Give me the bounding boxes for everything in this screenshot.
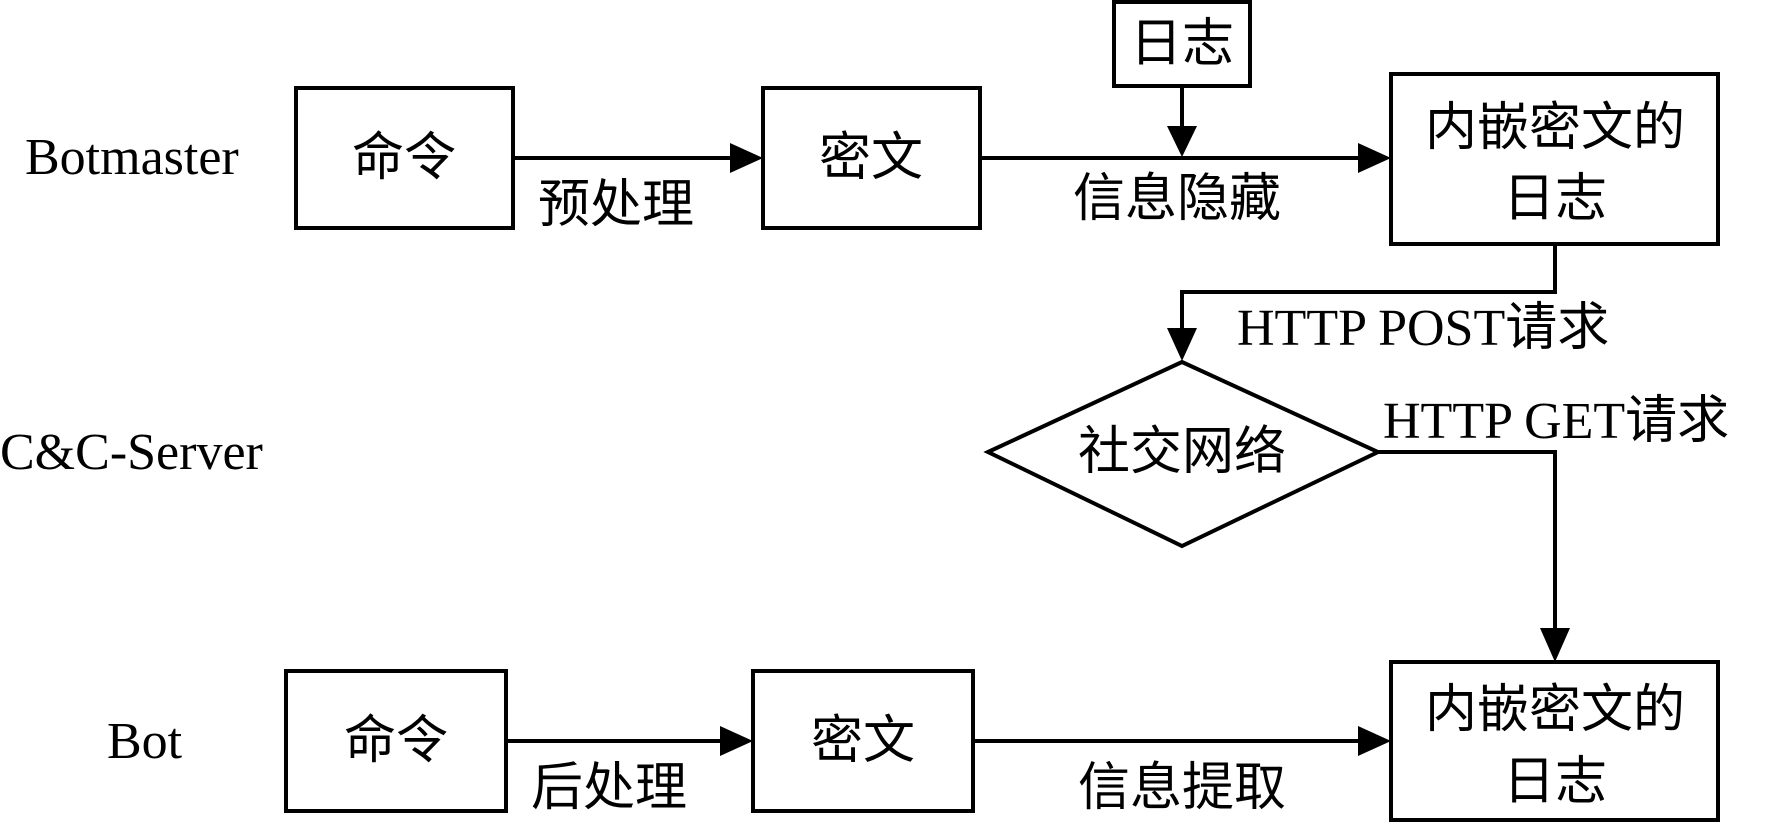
edge-hide-label: 信息隐藏 bbox=[1073, 169, 1281, 229]
log-input-box: 日志 bbox=[1112, 0, 1252, 88]
edge-http-post-label: HTTP POST请求 bbox=[1237, 300, 1609, 357]
social-network-label: 社交网络 bbox=[1078, 422, 1286, 482]
edge-postprocess: 后处理 bbox=[506, 726, 753, 818]
botmaster-stego-log-line2: 日志 bbox=[1503, 169, 1607, 229]
edge-hide: 信息隐藏 bbox=[980, 143, 1391, 229]
edge-preprocess-label: 预处理 bbox=[538, 175, 694, 235]
role-bot: Bot bbox=[107, 713, 183, 770]
bot-stego-log-line2: 日志 bbox=[1503, 752, 1607, 812]
role-botmaster: Botmaster bbox=[25, 129, 239, 186]
botmaster-command-label: 命令 bbox=[352, 128, 456, 188]
edge-extract-label: 信息提取 bbox=[1078, 758, 1286, 818]
bot-stego-log-box: 内嵌密文的 日志 bbox=[1389, 660, 1720, 822]
bot-stego-log-line1: 内嵌密文的 bbox=[1425, 680, 1685, 740]
bot-command-box: 命令 bbox=[284, 669, 508, 813]
edge-http-get: HTTP GET请求 bbox=[1378, 393, 1729, 662]
botmaster-cipher-label: 密文 bbox=[819, 128, 923, 188]
botmaster-stego-log-box: 内嵌密文的 日志 bbox=[1389, 72, 1720, 246]
log-input-label: 日志 bbox=[1130, 14, 1234, 74]
botmaster-cipher-box: 密文 bbox=[761, 86, 982, 230]
edge-preprocess: 预处理 bbox=[513, 143, 763, 235]
bot-cipher-box: 密文 bbox=[751, 669, 975, 813]
social-network-diamond: 社交网络 bbox=[983, 359, 1383, 549]
bot-command-label: 命令 bbox=[344, 711, 448, 771]
botmaster-command-box: 命令 bbox=[294, 86, 515, 230]
edge-postprocess-label: 后处理 bbox=[531, 758, 687, 818]
edge-extract: 信息提取 bbox=[973, 726, 1391, 818]
edge-http-post: HTTP POST请求 bbox=[1167, 244, 1609, 361]
edge-http-get-label: HTTP GET请求 bbox=[1383, 393, 1729, 450]
botmaster-stego-log-line1: 内嵌密文的 bbox=[1425, 98, 1685, 158]
role-cc-server: C&C-Server bbox=[0, 424, 263, 481]
edge-log-in bbox=[1167, 86, 1197, 157]
bot-cipher-label: 密文 bbox=[811, 711, 915, 771]
